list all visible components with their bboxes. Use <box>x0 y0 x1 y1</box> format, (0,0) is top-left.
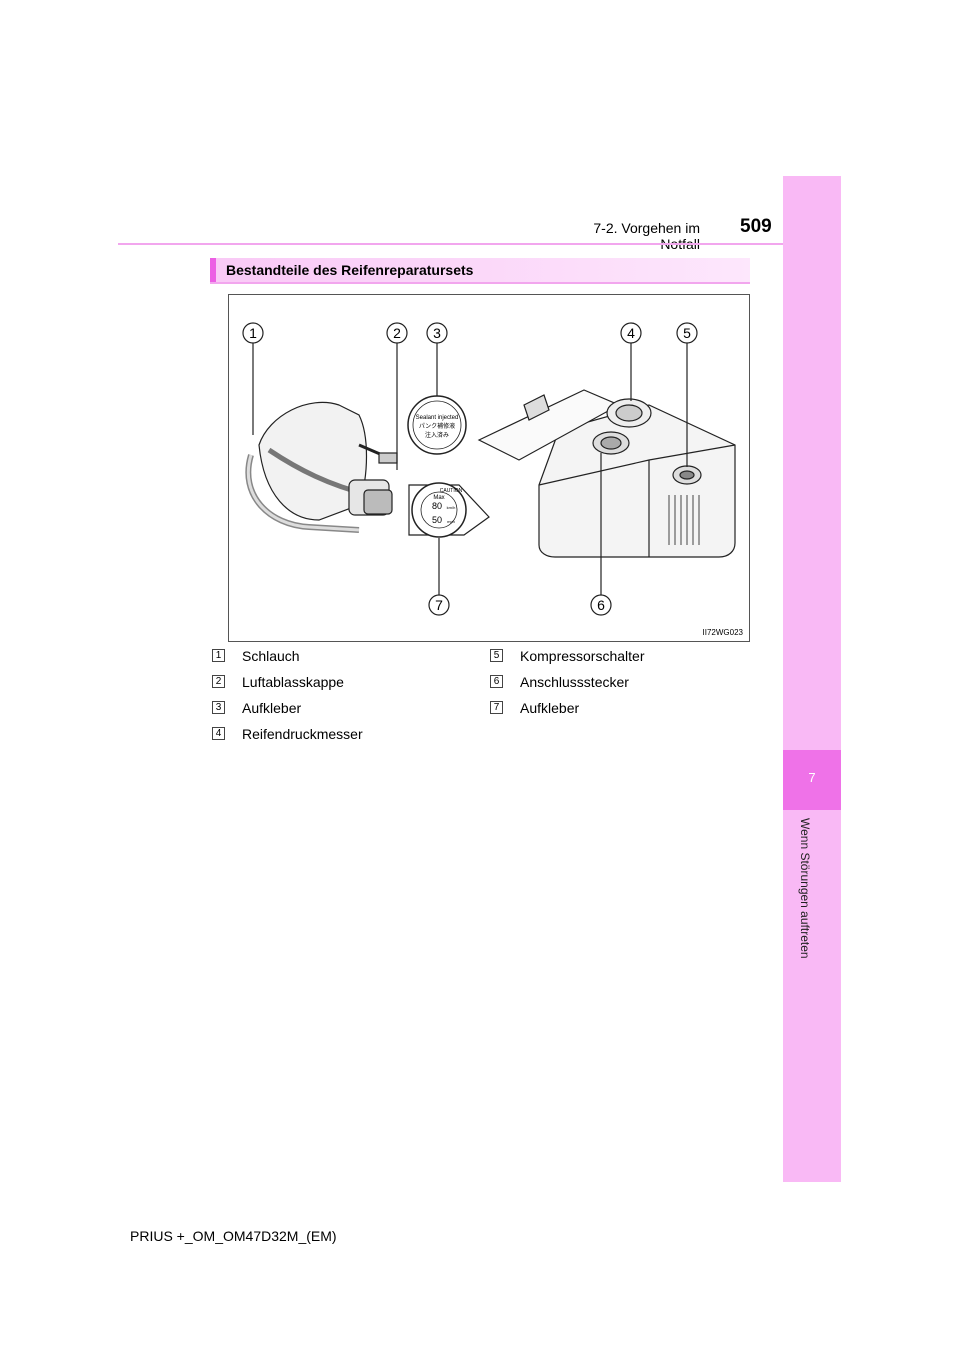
chapter-side-tab-active <box>783 750 841 810</box>
legend-label: Anschlussstecker <box>520 674 629 690</box>
figure-code: II72WG023 <box>702 628 743 637</box>
sticker-bottom-speed: 80 <box>432 501 442 511</box>
callout-4: 4 <box>627 325 635 341</box>
legend-number: 6 <box>490 675 503 688</box>
legend-number: 3 <box>212 701 225 714</box>
legend-number: 4 <box>212 727 225 740</box>
legend-label: Aufkleber <box>520 700 580 716</box>
page-number: 509 <box>740 216 772 237</box>
sticker-bottom-max: Max <box>433 495 444 501</box>
chapter-side-tab <box>783 176 841 1182</box>
callout-7: 7 <box>435 597 443 613</box>
legend-label: Kompressorschalter <box>520 648 645 664</box>
callout-3: 3 <box>433 325 441 341</box>
legend-label: Reifendruckmesser <box>242 726 363 742</box>
legend-number: 1 <box>212 649 225 662</box>
sticker-top-line1: Sealant injected <box>416 415 459 421</box>
sticker-top-line3: 注入済み <box>425 431 449 439</box>
legend-number: 2 <box>212 675 225 688</box>
sticker-bottom-caution: CAUTION <box>440 488 463 494</box>
callout-5: 5 <box>683 325 691 341</box>
section-heading: Bestandteile des Reifenreparatursets <box>210 258 750 284</box>
callout-1: 1 <box>249 325 257 341</box>
repair-kit-figure: Sealant injected パンク補修液 注入済み CAUTION Max… <box>228 294 750 642</box>
sticker-bottom-speed-unit: km/h <box>447 505 456 510</box>
repair-kit-illustration: Sealant injected パンク補修液 注入済み CAUTION Max… <box>242 322 736 616</box>
sticker-bottom-dist: 50 <box>432 515 442 525</box>
heading-accent <box>210 258 216 282</box>
callout-2: 2 <box>393 325 401 341</box>
legend-number: 5 <box>490 649 503 662</box>
callout-6: 6 <box>597 597 605 613</box>
chapter-number: 7 <box>808 770 816 785</box>
document-id: PRIUS +_OM_OM47D32M_(EM) <box>130 1228 337 1244</box>
legend-label: Schlauch <box>242 648 300 664</box>
sticker-top-line2: パンク補修液 <box>419 422 455 430</box>
header-divider <box>118 243 783 245</box>
section-title: 7-2. Vorgehen im Notfall <box>593 220 700 252</box>
legend-label: Luftablasskappe <box>242 674 344 690</box>
section-heading-text: Bestandteile des Reifenreparatursets <box>226 262 474 278</box>
legend-label: Aufkleber <box>242 700 302 716</box>
legend-number: 7 <box>490 701 503 714</box>
sticker-bottom-dist-unit: mph <box>447 519 455 524</box>
chapter-title: Wenn Störungen auftreten <box>798 818 812 959</box>
